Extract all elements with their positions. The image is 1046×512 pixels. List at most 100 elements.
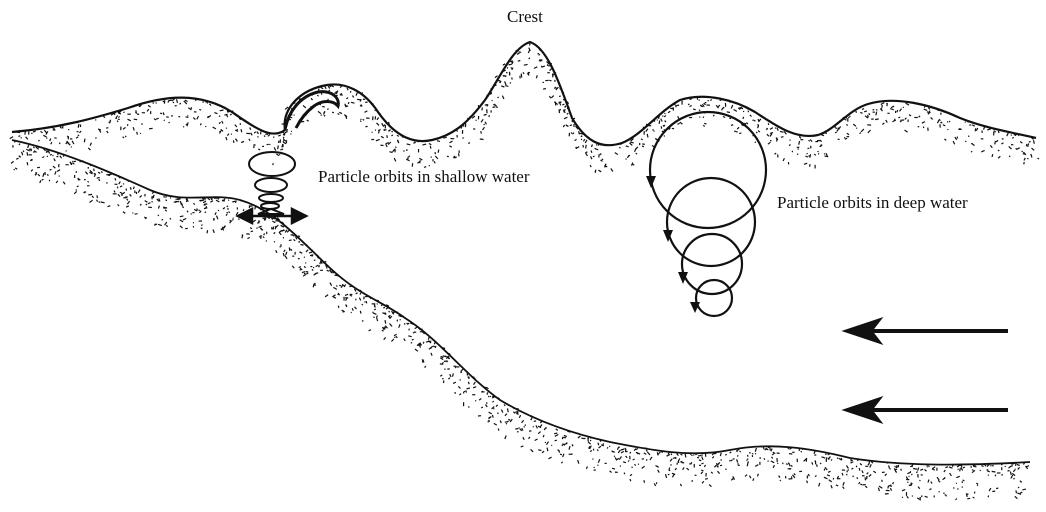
stipple-dot [748, 455, 749, 457]
stipple-dot [599, 446, 601, 448]
stipple-dot [654, 120, 655, 121]
stipple-dot [595, 148, 599, 149]
stipple-dot [166, 225, 167, 227]
stipple-dot [843, 487, 845, 489]
stipple-dot [97, 177, 100, 178]
stipple-dot [862, 109, 864, 110]
stipple-dot [235, 202, 236, 203]
stipple-dot [588, 442, 591, 444]
stipple-dot [975, 128, 976, 131]
stipple-dot [750, 115, 752, 117]
stipple-dot [812, 462, 813, 464]
stipple-dot [1010, 472, 1011, 476]
stipple-dot [690, 105, 692, 106]
stipple-dot [559, 110, 562, 111]
stipple-dot [72, 141, 74, 144]
stipple-dot [998, 156, 1000, 158]
shallow-oscillation-arrow [238, 209, 306, 223]
stipple-dot [860, 464, 862, 466]
stipple-dot [66, 151, 67, 152]
stipple-dot [711, 99, 712, 100]
stipple-dot [633, 459, 635, 460]
stipple-dot [755, 465, 758, 467]
stipple-dot [377, 315, 378, 317]
stipple-dot [887, 463, 888, 464]
stipple-dot [418, 141, 419, 142]
stipple-dot [1016, 490, 1017, 493]
stipple-dot [900, 109, 902, 112]
stipple-dot [227, 206, 228, 207]
stipple-dot [928, 480, 929, 483]
stipple-dot [305, 263, 306, 264]
stipple-dot [890, 488, 891, 490]
stipple-dot [127, 201, 129, 204]
stipple-dot [209, 104, 211, 106]
stipple-dot [206, 102, 207, 103]
stipple-dot [591, 151, 592, 153]
stipple-dot [885, 474, 887, 476]
stipple-dot [84, 192, 87, 193]
stipple-dot [235, 139, 236, 140]
stipple-dot [126, 206, 129, 207]
stipple-dot [851, 462, 853, 463]
stipple-dot [396, 336, 397, 338]
stipple-dot [739, 133, 741, 134]
stipple-dot [276, 250, 277, 253]
stipple-dot [317, 104, 320, 105]
stipple-dot [966, 493, 967, 497]
stipple-dot [499, 82, 501, 83]
stipple-dot [482, 108, 483, 111]
stipple-dot [1032, 148, 1035, 150]
stipple-dot [974, 465, 976, 466]
stipple-dot [408, 336, 411, 337]
water-surface-line [12, 42, 1036, 145]
stipple-dot [928, 108, 929, 110]
stipple-dot [650, 457, 652, 460]
stipple-dot [1024, 158, 1025, 161]
stipple-dot [572, 133, 574, 135]
stipple-dot [250, 228, 252, 229]
stipple-dot [920, 469, 923, 470]
shallow-orbits [249, 152, 295, 214]
stipple-dot [1038, 158, 1040, 159]
stipple-dot [535, 439, 538, 441]
stipple-dot [316, 265, 318, 266]
stipple-dot [958, 469, 959, 470]
stipple-dot [19, 144, 20, 145]
stipple-dot [107, 172, 109, 173]
stipple-dot [881, 108, 883, 111]
stipple-dot [549, 96, 550, 98]
stipple-dot [516, 51, 517, 52]
stipple-dot [853, 124, 856, 126]
stipple-dot [339, 112, 342, 113]
stipple-dot [407, 144, 411, 145]
stipple-dot [765, 448, 766, 450]
stipple-dot [384, 130, 387, 131]
stipple-dot [163, 101, 165, 102]
stipple-dot [634, 449, 636, 451]
stipple-dot [641, 139, 643, 140]
stipple-dot [423, 144, 427, 145]
stipple-dot [603, 443, 604, 445]
stipple-dot [60, 156, 62, 159]
stipple-dot [366, 301, 367, 303]
stipple-dot [591, 156, 593, 159]
stipple-dot [97, 195, 98, 198]
stipple-dot [50, 169, 52, 170]
stipple-dot [691, 462, 692, 464]
stipple-dot [747, 460, 748, 461]
stipple-dot [772, 454, 773, 456]
stipple-dot [673, 458, 676, 459]
stipple-dot [828, 471, 831, 472]
stipple-dot [583, 139, 585, 141]
stipple-dot [227, 134, 229, 136]
stipple-dot [668, 111, 670, 113]
stipple-dot [692, 480, 693, 482]
stipple-dot [123, 137, 124, 138]
stipple-dot [329, 90, 330, 91]
stipple-dot [592, 144, 593, 147]
stipple-dot [197, 116, 199, 119]
stipple-dot [961, 467, 963, 470]
stipple-dot [619, 456, 621, 459]
stipple-dot [333, 287, 336, 289]
